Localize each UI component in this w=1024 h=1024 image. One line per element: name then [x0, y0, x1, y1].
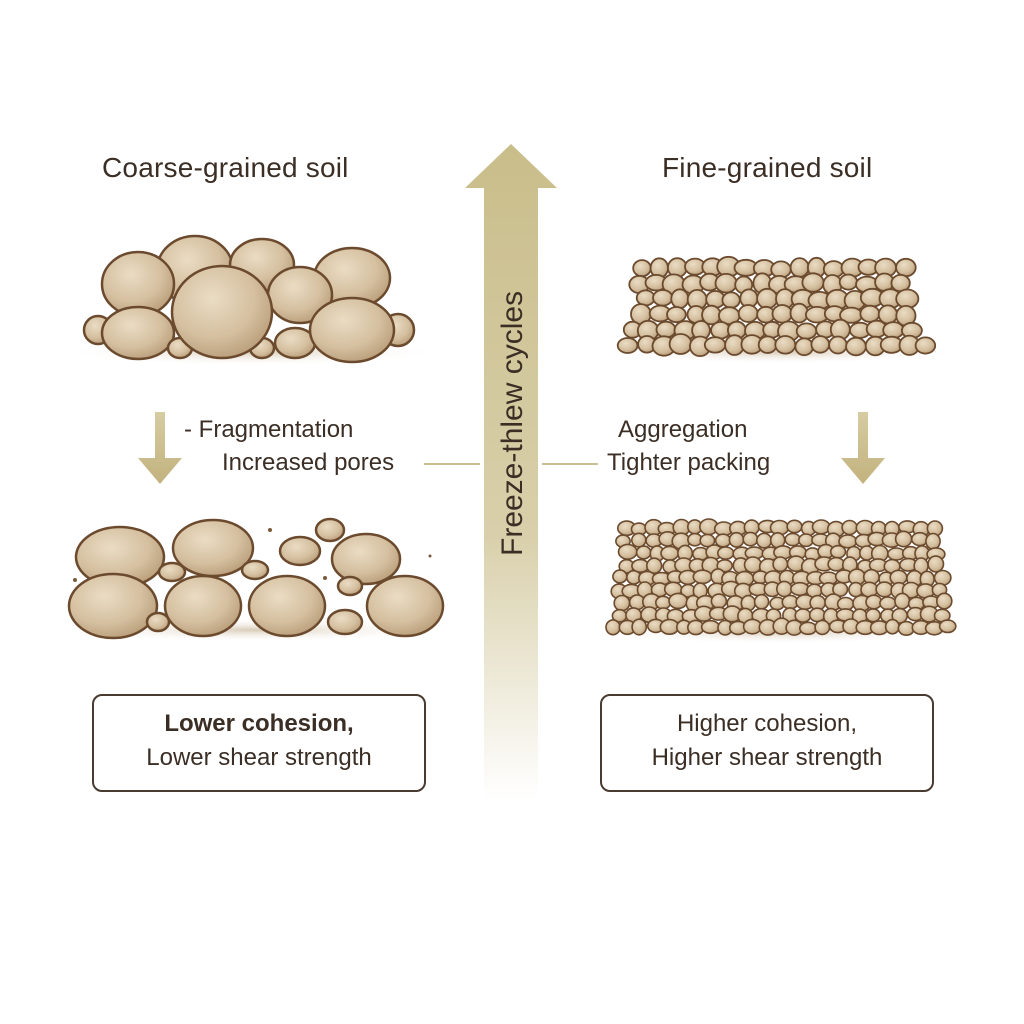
left-process-label-1: - Fragmentation	[184, 416, 354, 443]
right-result-line-2: Higher shear strength	[651, 744, 883, 771]
left-connector-line	[424, 463, 480, 465]
left-process-label-2: Increased pores	[222, 449, 395, 476]
left-title: Coarse-grained soil	[102, 152, 349, 183]
left-result-line-2: Lower shear strength	[146, 744, 372, 771]
right-connector-line	[542, 463, 598, 465]
left-result-line-1: Lower cohesion,	[164, 710, 354, 737]
right-result-line-1: Higher cohesion,	[676, 710, 858, 737]
right-process-label-1: Aggregation	[618, 416, 748, 443]
right-process-label-2: Tighter packing	[607, 449, 771, 476]
right-title: Fine-grained soil	[662, 152, 873, 183]
right-result-box: Higher cohesion, Higher shear strength	[600, 694, 934, 792]
left-result-box: Lower cohesion, Lower shear strength	[92, 694, 426, 792]
